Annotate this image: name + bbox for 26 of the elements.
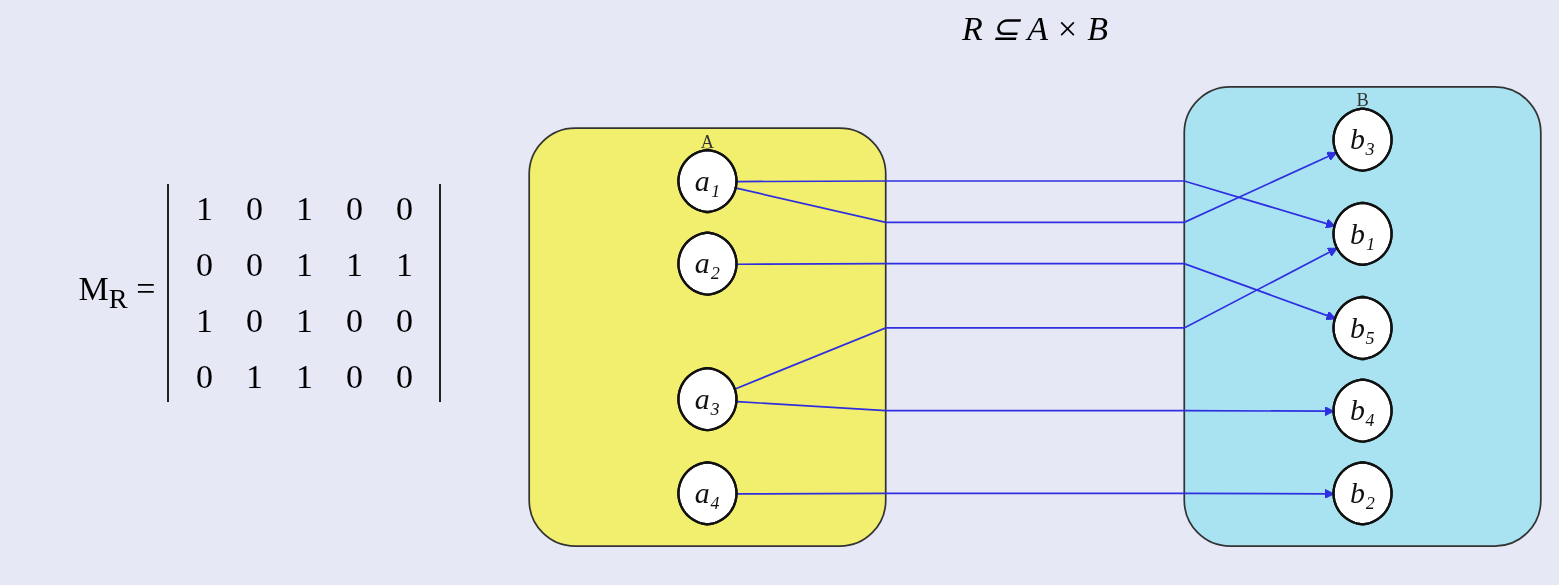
matrix-entry: 1 — [294, 245, 314, 284]
arrow — [735, 151, 1338, 224]
matrix-entry: 1 — [294, 189, 314, 228]
matrix-entry: 0 — [394, 189, 414, 228]
matrix-entry: 0 — [194, 357, 214, 396]
matrix-entry: 0 — [244, 189, 264, 228]
matrix-entry: 1 — [394, 245, 414, 284]
matrix-entry: 0 — [344, 301, 364, 340]
matrix-entry: 0 — [194, 245, 214, 284]
matrix-entry: 1 — [244, 357, 264, 396]
matrix-entry: 0 — [394, 301, 414, 340]
matrix-entry: 1 — [194, 189, 214, 228]
arrow — [736, 262, 1337, 321]
matrix-entry: 0 — [244, 245, 264, 284]
matrix-entry: 0 — [344, 189, 364, 228]
matrix-entry: 0 — [394, 357, 414, 396]
matrix-entry: 1 — [344, 245, 364, 284]
matrix-entry: 0 — [344, 357, 364, 396]
matrix-label: M$_{R}$ = — [78, 270, 156, 315]
relation-formula: R ⊆ A × B — [962, 9, 1108, 48]
arrow — [736, 180, 1336, 229]
matrix-entry: 1 — [294, 301, 314, 340]
matrix-entry: 1 — [194, 301, 214, 340]
matrix-entry: 1 — [294, 357, 314, 396]
matrix-entry: 0 — [244, 301, 264, 340]
arrow — [734, 247, 1338, 390]
